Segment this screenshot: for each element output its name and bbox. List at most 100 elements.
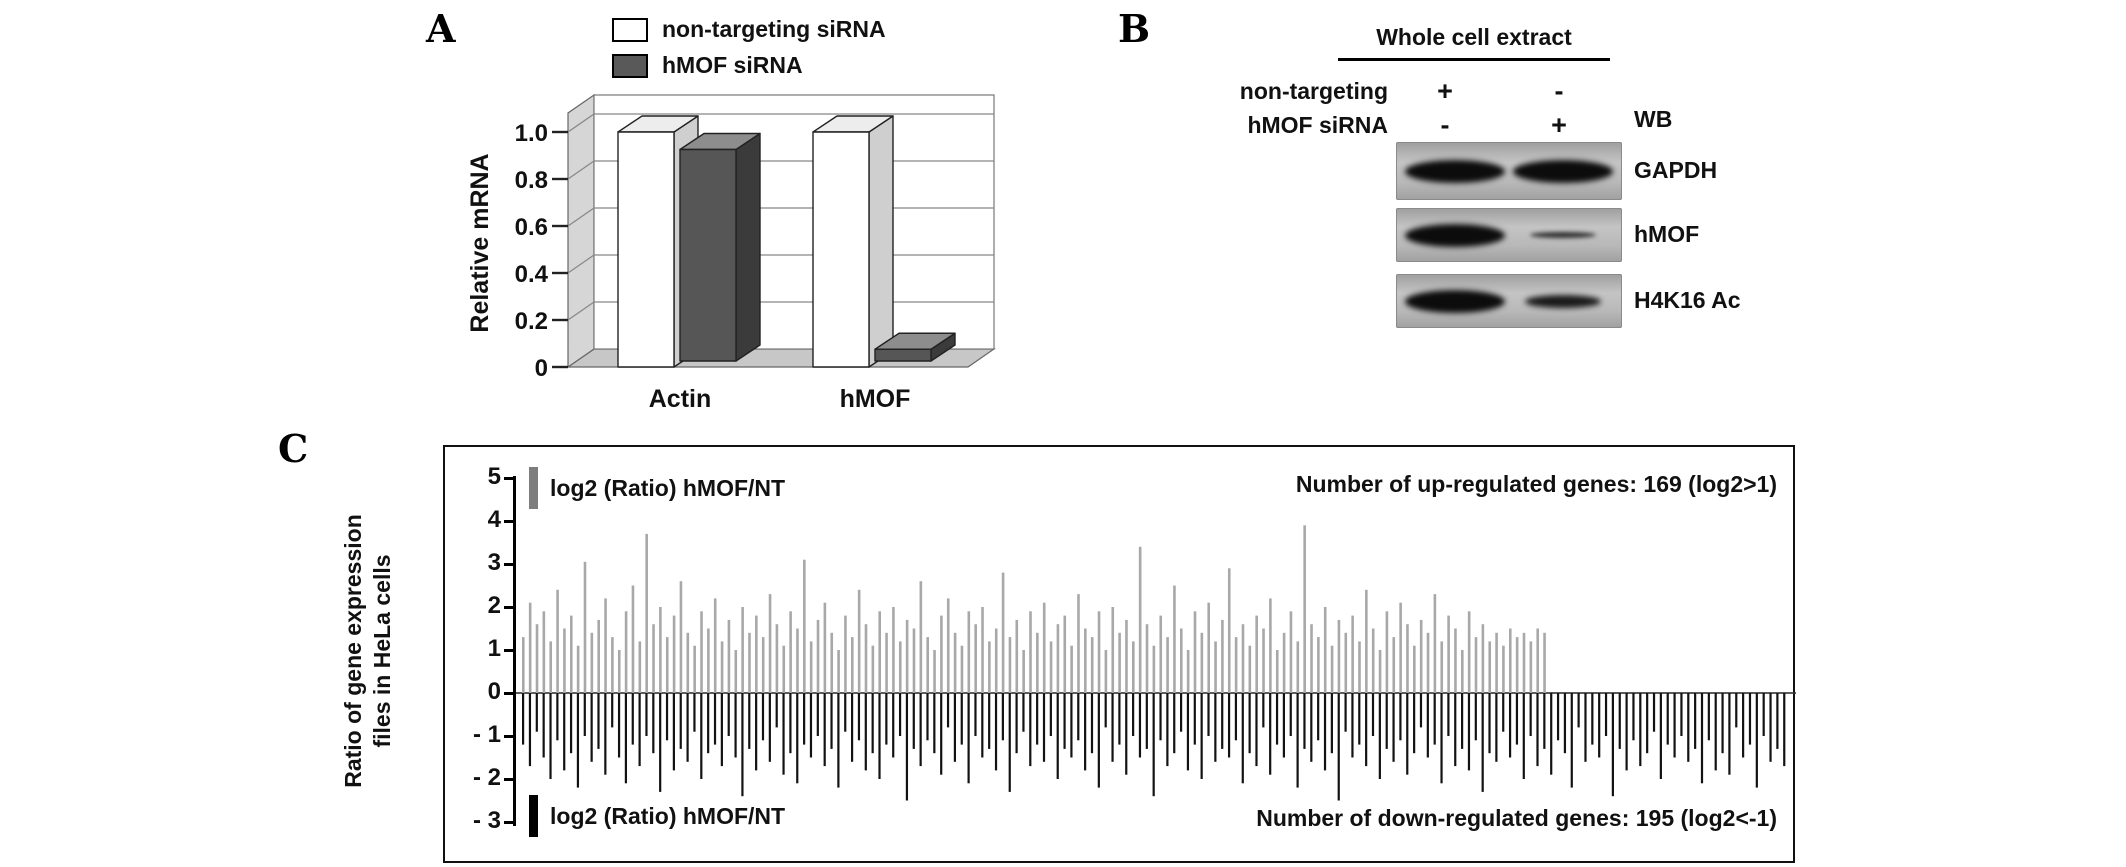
y-tick-label: 2	[487, 592, 501, 619]
down-bar	[850, 693, 854, 762]
up-bar	[1399, 602, 1402, 693]
up-bar	[576, 645, 580, 693]
up-bar	[782, 645, 786, 693]
down-bar	[1426, 693, 1429, 758]
down-bar	[1769, 693, 1772, 762]
up-bar	[871, 645, 875, 693]
down-bar	[1138, 693, 1142, 758]
up-bar	[967, 611, 971, 693]
up-bar	[844, 615, 847, 693]
down-bar	[919, 693, 922, 767]
panel-a-legend: non-targeting siRNA hMOF siRNA	[612, 16, 886, 79]
up-bar	[1337, 619, 1341, 693]
legend-label-non-targeting: non-targeting siRNA	[662, 16, 886, 42]
up-bar	[1413, 645, 1416, 693]
up-bar	[1440, 641, 1444, 693]
down-bar	[672, 693, 675, 771]
down-bar	[1344, 693, 1347, 732]
up-bar	[1543, 632, 1546, 693]
y-tick-label: - 1	[472, 721, 501, 748]
down-bar	[652, 693, 655, 754]
chart-left-wall	[567, 93, 595, 369]
down-bar	[816, 693, 819, 736]
down-bar	[563, 693, 566, 771]
lane-sign: -	[1554, 76, 1564, 106]
down-bar	[1522, 693, 1525, 779]
down-bar	[1358, 693, 1361, 745]
up-bar	[926, 637, 929, 693]
up-bar	[686, 632, 690, 693]
down-bar	[1563, 693, 1567, 754]
down-bar	[1687, 693, 1690, 762]
y-tick-mark	[504, 477, 513, 480]
up-bar	[953, 632, 957, 693]
up-bar	[761, 637, 765, 693]
legend-label-down: log2 (Ratio) hMOF/NT	[550, 802, 786, 829]
up-bar	[1159, 615, 1163, 693]
y-tick-label: 0.6	[515, 214, 548, 241]
down-bar	[528, 693, 532, 767]
up-bar	[789, 611, 792, 693]
up-bar	[1289, 611, 1293, 693]
down-bar	[1186, 693, 1190, 771]
panel-c-bar-series	[516, 525, 1796, 801]
down-bar	[1166, 693, 1169, 767]
down-bar	[1145, 693, 1148, 749]
up-bar	[796, 628, 799, 693]
down-bar	[1440, 693, 1443, 784]
down-bar	[1481, 693, 1484, 792]
down-bar	[1049, 693, 1052, 736]
down-bar	[885, 693, 888, 745]
down-bar	[1392, 693, 1395, 762]
down-bar	[590, 693, 593, 762]
down-bar	[1001, 693, 1004, 741]
down-bar	[1515, 693, 1519, 745]
up-bar	[1248, 645, 1252, 693]
down-bar	[837, 693, 840, 788]
down-bar	[1303, 693, 1306, 749]
down-bar	[1598, 693, 1601, 758]
down-bar	[898, 693, 902, 736]
down-bar	[1604, 693, 1608, 736]
down-bar	[1090, 693, 1094, 754]
up-bar	[1063, 615, 1067, 693]
y-tick-label: 5	[487, 463, 501, 490]
up-bar	[1467, 611, 1471, 693]
up-bar	[1193, 611, 1197, 693]
panel-a-bars	[617, 115, 956, 368]
down-bar	[1577, 693, 1580, 728]
down-bar	[1008, 693, 1011, 792]
up-bar	[1077, 594, 1080, 693]
down-bar	[1070, 693, 1073, 758]
up-bar	[864, 624, 868, 693]
down-bar	[734, 693, 737, 758]
y-tick-mark	[504, 821, 513, 824]
up-bar	[809, 641, 813, 693]
down-bar	[1152, 693, 1155, 797]
y-tick-mark	[504, 606, 513, 609]
down-bar	[597, 693, 600, 749]
legend-item-non-targeting: non-targeting siRNA	[612, 16, 886, 43]
down-bar	[1433, 693, 1436, 745]
blot-h4k16ac	[1396, 274, 1622, 328]
up-bar	[535, 624, 539, 693]
down-bar	[775, 693, 778, 728]
up-bar	[830, 632, 834, 693]
down-bar	[1097, 693, 1100, 788]
up-bar	[1488, 641, 1492, 693]
down-bar	[1179, 693, 1183, 732]
up-bar	[960, 645, 964, 693]
up-bar	[604, 598, 607, 693]
down-bar	[823, 693, 826, 767]
up-bar	[1227, 568, 1231, 693]
y-tick-label: 0.4	[515, 261, 549, 288]
down-bar	[892, 693, 895, 758]
down-bar	[946, 693, 950, 728]
down-bar	[761, 693, 765, 741]
y-tick-mark	[504, 649, 513, 652]
panel-c-label: C	[278, 426, 309, 471]
down-bar	[768, 693, 771, 762]
up-bar	[645, 533, 648, 693]
down-bar	[1214, 693, 1217, 762]
up-bar	[1207, 602, 1211, 693]
